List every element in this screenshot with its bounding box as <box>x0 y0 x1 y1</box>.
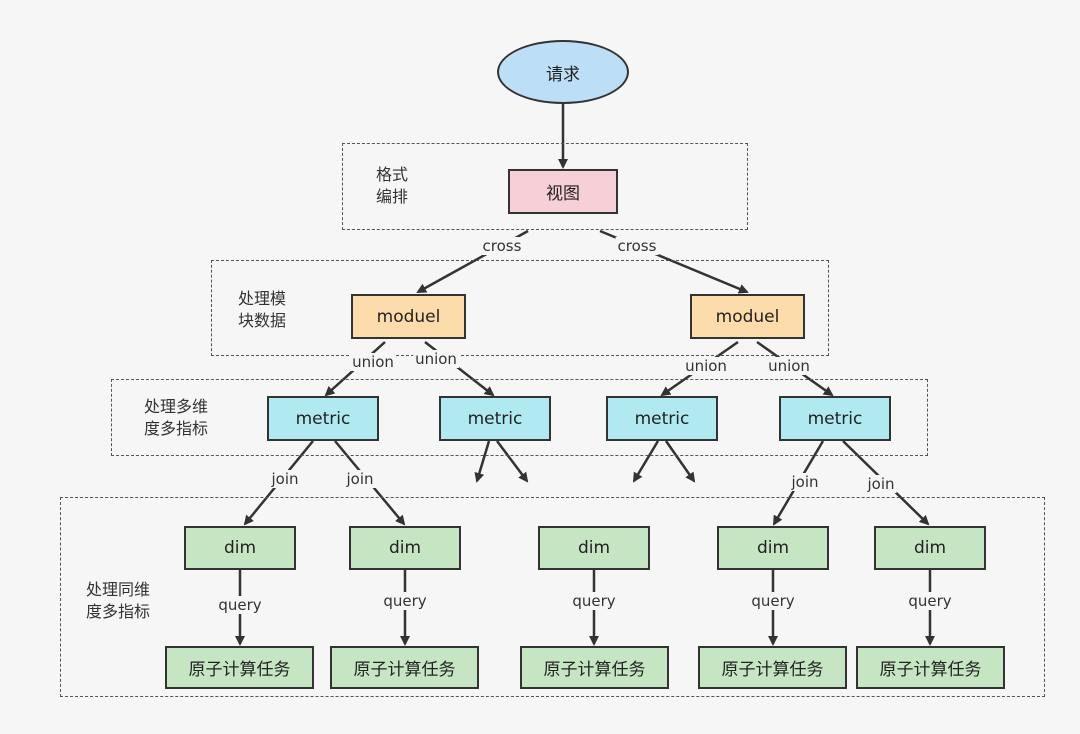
module-node-left: moduel <box>351 294 466 339</box>
module-node-right: moduel <box>690 294 805 339</box>
group-format <box>342 143 748 230</box>
metric-node-1: metric <box>267 396 379 441</box>
request-node: 请求 <box>497 40 629 104</box>
edge-label-query-5: query <box>906 592 954 610</box>
edge-label-cross-left: cross <box>480 237 524 255</box>
edge-metric-3-stub-2 <box>664 440 696 483</box>
edge-label-query-4: query <box>749 592 797 610</box>
edge-metric-2-stub-1 <box>474 440 491 483</box>
edge-label-query-2: query <box>381 592 429 610</box>
edge-label-union-2: union <box>413 350 459 368</box>
edge-label-join-4: join <box>865 475 897 493</box>
edge-metric-2-stub-2 <box>496 440 529 483</box>
dim-node-4: dim <box>717 526 829 570</box>
task-node-3: 原子计算任务 <box>520 646 669 689</box>
group-dim <box>60 497 1045 697</box>
edge-label-union-4: union <box>766 357 812 375</box>
task-node-1: 原子计算任务 <box>165 646 314 689</box>
edge-label-join-1: join <box>269 470 301 488</box>
task-node-4: 原子计算任务 <box>698 646 847 689</box>
task-node-2: 原子计算任务 <box>330 646 479 689</box>
group-label-dim: 处理同维 度多指标 <box>86 580 151 621</box>
group-label-format: 格式 编排 <box>376 165 409 206</box>
metric-node-2: metric <box>439 396 551 441</box>
edge-label-join-3: join <box>789 473 821 491</box>
view-node: 视图 <box>508 169 618 214</box>
dim-node-1: dim <box>184 526 296 570</box>
group-label-metric: 处理多维 度多指标 <box>144 397 209 438</box>
edge-label-union-1: union <box>350 353 396 371</box>
edge-label-cross-right: cross <box>615 237 659 255</box>
edge-label-union-3: union <box>683 357 729 375</box>
metric-node-3: metric <box>606 396 718 441</box>
group-metric <box>111 379 928 456</box>
edge-label-query-3: query <box>570 592 618 610</box>
metric-node-4: metric <box>779 396 891 441</box>
dim-node-5: dim <box>874 526 986 570</box>
dim-node-2: dim <box>349 526 461 570</box>
task-node-5: 原子计算任务 <box>856 646 1005 689</box>
group-label-module: 处理模 块数据 <box>238 289 287 330</box>
edge-label-query-1: query <box>216 596 264 614</box>
group-module <box>211 260 829 356</box>
edge-metric-3-stub-1 <box>632 440 660 483</box>
edge-label-join-2: join <box>344 470 376 488</box>
dim-node-3: dim <box>538 526 650 570</box>
